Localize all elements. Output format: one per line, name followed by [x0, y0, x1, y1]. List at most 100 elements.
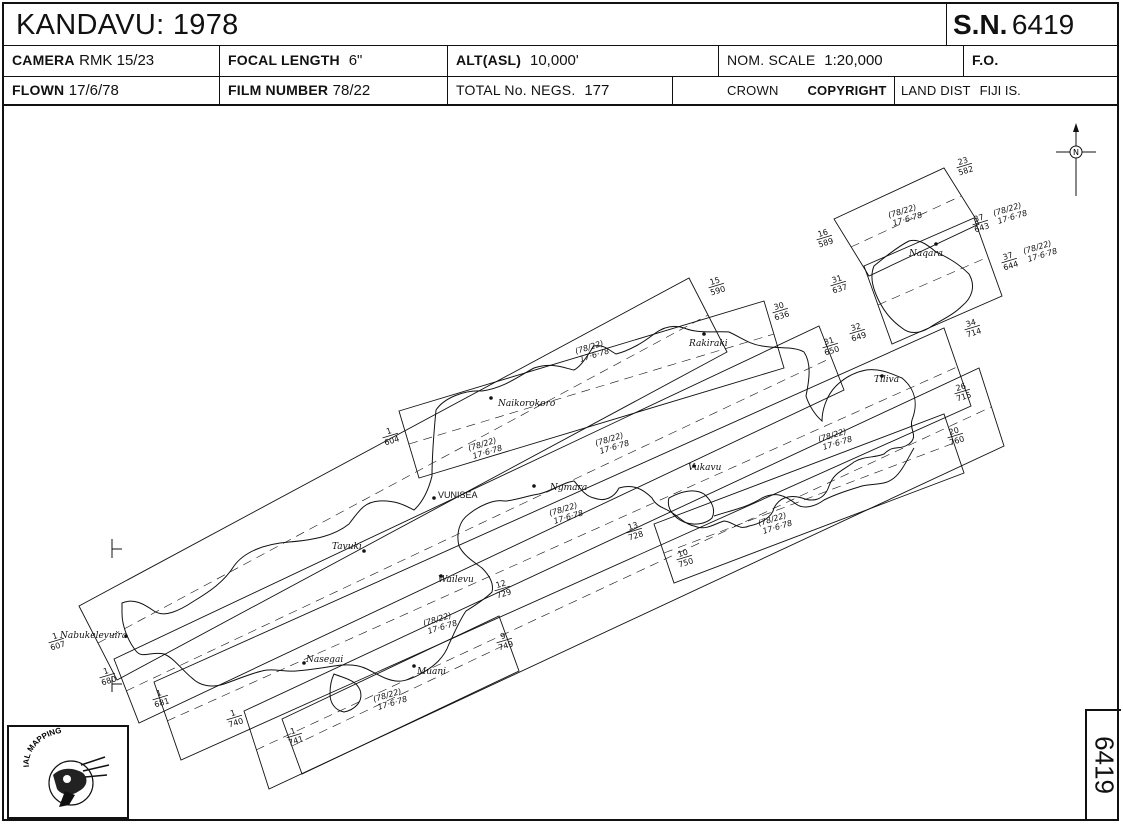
frame-ref-numerator: 12	[495, 578, 507, 590]
frame-ref-rule	[494, 585, 511, 592]
frame-ref-denominator: 637	[831, 282, 848, 295]
frame-ref-rule	[822, 342, 839, 349]
frame-ref-rule	[708, 282, 725, 289]
run-strip-2	[398, 300, 785, 479]
focal-length-cell: FOCAL LENGTH 6"	[220, 46, 448, 76]
frame-ref-numerator: 37	[973, 212, 985, 224]
land-district-value: FIJI IS.	[979, 82, 1021, 98]
info-row-flight: FLOWN 17/6/78 FILM NUMBER 78/22 TOTAL No…	[4, 77, 1117, 106]
frame-ref-numerator: 20	[948, 425, 960, 437]
altitude-label: ALT(ASL)	[456, 52, 522, 68]
frame-ref-numerator: 31	[823, 335, 835, 347]
aerial-mapping-logo: IAL MAPPING	[7, 725, 129, 819]
photo-coverage-map: N	[4, 106, 1117, 819]
frame-ref-rule	[382, 432, 399, 439]
frame-ref-rule	[226, 714, 243, 721]
place-nasegai: Nasegai	[305, 655, 343, 665]
frame-ref-denominator: 649	[850, 330, 867, 343]
frame-ref-denominator: 740	[227, 716, 244, 729]
place-naikorokoro: Naikorokoro	[497, 399, 556, 409]
frame-ref-rule	[954, 388, 971, 395]
frame-ref-rule	[772, 307, 789, 314]
frame-ref-numerator: 32	[850, 321, 862, 333]
altitude-cell: ALT(ASL) 10,000'	[448, 46, 719, 76]
frame-ref-denominator: 715	[955, 390, 972, 403]
frame-ref-rule	[947, 432, 964, 439]
flight-run-strips	[78, 167, 1005, 790]
frame-ref-denominator: 750	[677, 556, 694, 569]
frame-ref-rule	[964, 324, 981, 331]
frame-ref-numerator: 37	[1002, 250, 1014, 262]
frame-ref-denominator: 729	[495, 587, 512, 600]
frame-ref-denominator: 604	[383, 434, 400, 447]
run-strip-9	[281, 615, 520, 775]
sheet-number-side-text: 6419	[1089, 736, 1120, 794]
frame-ref-numerator: 1	[155, 688, 163, 698]
frame-ref-numerator: 15	[709, 275, 721, 287]
sn-value: 6419	[1011, 9, 1075, 40]
run-centre-lines	[97, 195, 992, 751]
place-ngmara: Ngmara	[549, 483, 587, 493]
total-negs-cell: TOTAL No. NEGS. 177	[448, 77, 673, 104]
run-strip-3	[113, 325, 845, 724]
film-number-label: FILM NUMBER	[228, 81, 329, 98]
frame-ref-rule	[626, 527, 643, 534]
frame-ref-numerator: 1	[102, 666, 110, 676]
frame-ref-rule	[286, 732, 303, 739]
place-wailevu: Wailevu	[438, 575, 474, 585]
frame-ref-denominator: 749	[497, 639, 514, 652]
camera-cell: CAMERA RMK 15/23	[4, 46, 220, 76]
frame-ref-numerator: 26	[955, 381, 967, 393]
frame-ref-denominator: 607	[49, 639, 66, 652]
frame-ref-denominator: 714	[965, 326, 982, 339]
frame-ref-rule	[972, 219, 989, 226]
frame-ref-numerator: 34	[965, 317, 977, 329]
nominal-scale-label: NOM. SCALE	[727, 52, 816, 68]
logo-text: IAL MAPPING	[22, 726, 63, 768]
frame-ref-denominator: 582	[957, 164, 974, 177]
focal-length-label: FOCAL LENGTH	[228, 52, 340, 68]
altitude-value: 10,000'	[530, 52, 579, 69]
flown-label: FLOWN	[12, 81, 65, 98]
frame-reference-labels: 2358216589376433764431637155903063631650…	[48, 155, 1019, 747]
flown-value: 17/6/78	[68, 81, 119, 99]
frame-ref-rule	[48, 637, 65, 644]
frame-ref-numerator: 13	[627, 520, 639, 532]
north-symbol: N	[1073, 148, 1079, 157]
sheet-number-side: 6419	[1085, 709, 1121, 819]
sheet-title: KANDAVU: 1978	[16, 9, 239, 41]
logo-emblem-icon: IAL MAPPING	[22, 726, 110, 807]
place-rakiraki: Rakiraki	[688, 339, 728, 349]
land-district-cell: LAND DIST FIJI IS.	[895, 77, 1119, 104]
frame-ref-numerator: 30	[773, 300, 785, 312]
frame-ref-rule	[830, 280, 847, 287]
frame-ref-denominator: 589	[817, 236, 834, 249]
frame-ref-denominator: 644	[1002, 259, 1019, 272]
place-vunisea: VUNISEA	[438, 490, 478, 500]
frame-ref-rule	[1001, 257, 1018, 264]
title-row: KANDAVU: 1978 S.N. 6419	[4, 4, 1117, 46]
frame-ref-rule	[816, 234, 833, 241]
svg-text:IAL MAPPING: IAL MAPPING	[22, 727, 63, 768]
run-strip-4	[153, 327, 972, 761]
crown-copyright-cell: CROWN COPYRIGHT	[673, 77, 895, 104]
run-strip-1	[78, 277, 728, 681]
frame-ref-rule	[956, 162, 973, 169]
flown-cell: FLOWN 17/6/78	[4, 77, 220, 104]
place-vukavu: Vukavu	[688, 463, 722, 473]
frame-ref-numerator: 10	[677, 547, 689, 559]
